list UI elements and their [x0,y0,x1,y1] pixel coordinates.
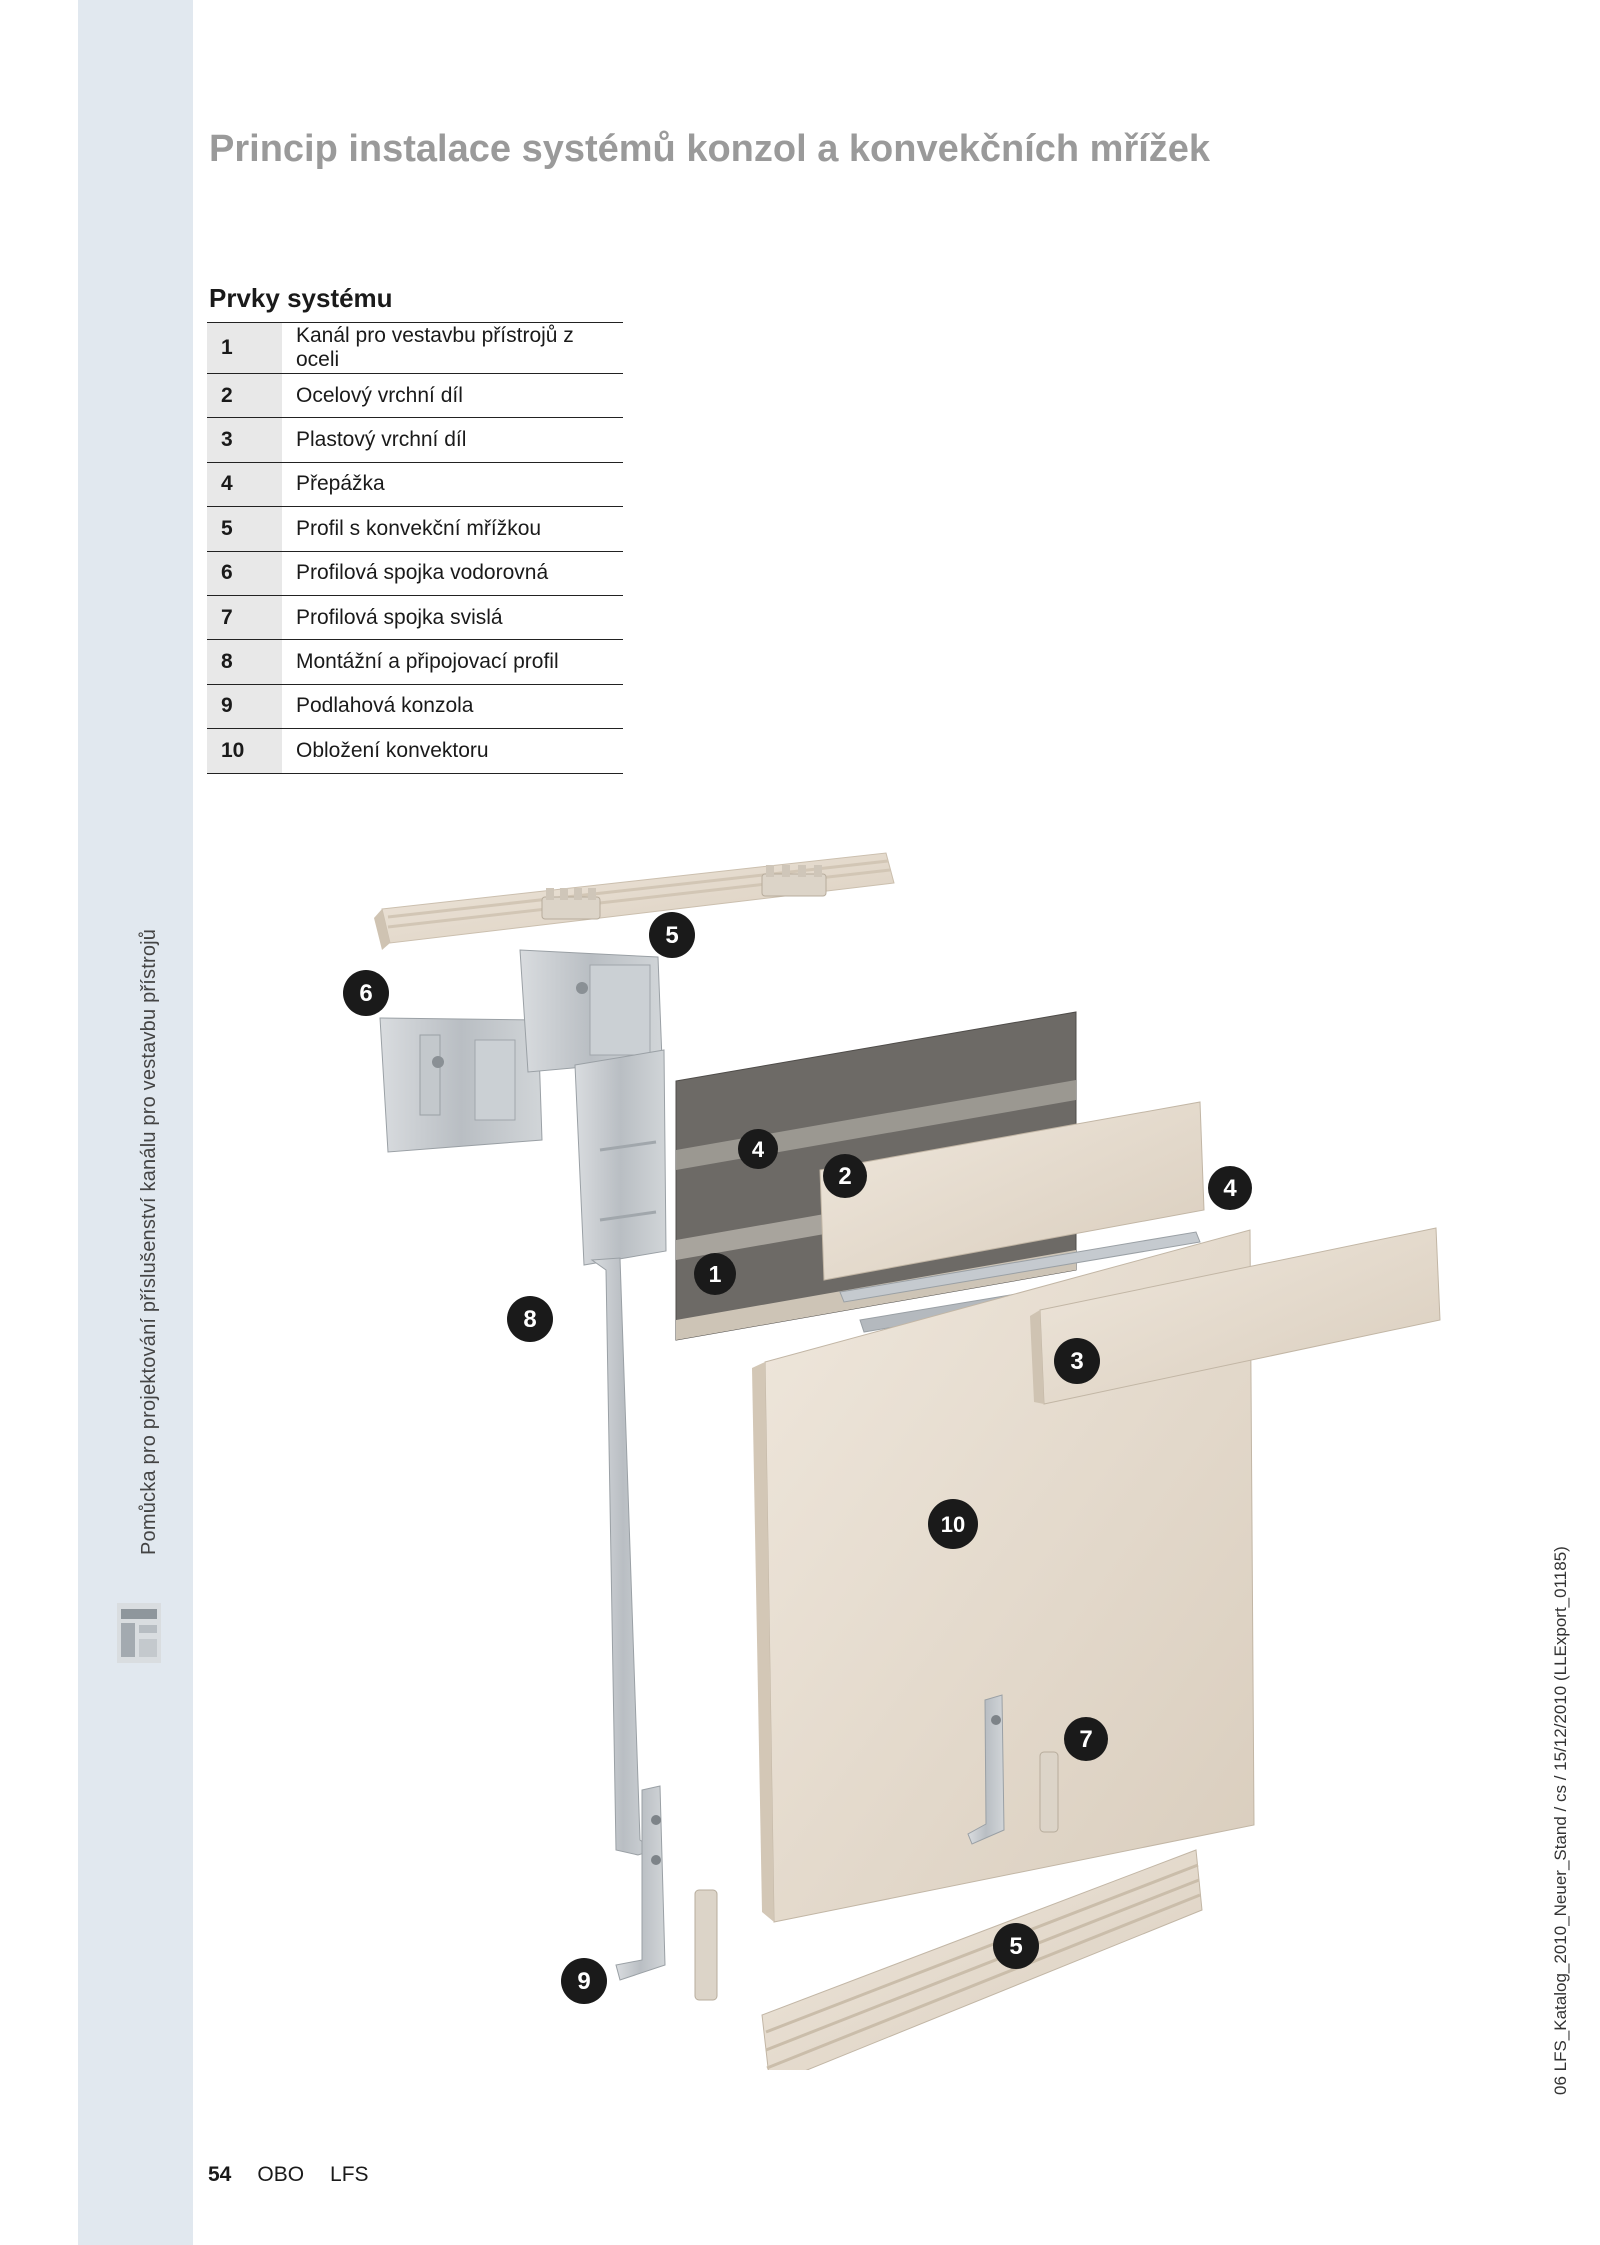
part-number: 6 [207,551,282,596]
part-number: 8 [207,639,282,685]
table-row: 2 Ocelový vrchní díl [207,373,623,418]
table-row: 5 Profil s konvekční mřížkou [207,506,623,552]
part-label: Montážní a připojovací profil [296,650,559,674]
vertical-connector-right [1039,1751,1059,1833]
plastic-top-section [1030,1227,1441,1405]
part-number: 4 [207,462,282,507]
svg-text:8: 8 [523,1306,536,1333]
badge-5-bottom: 5 [993,1923,1039,1969]
part-label: Profilová spojka svislá [296,605,503,629]
part-label: Obložení konvektoru [296,738,489,762]
svg-text:5: 5 [665,922,678,949]
page-number: 54 [208,2163,232,2186]
side-band [78,0,193,2245]
section-thumbnail-icon [117,1603,161,1663]
wall-bracket-left [379,1017,543,1153]
part-number: 5 [207,506,282,552]
wall-bracket-right [519,949,663,1073]
badge-4-right: 4 [1208,1166,1252,1210]
part-label: Podlahová konzola [296,694,474,718]
part-number: 1 [207,322,282,374]
part-label: Plastový vrchní díl [296,428,467,452]
page-title: Princip instalace systémů konzol a konve… [209,128,1211,170]
badge-4-left: 4 [738,1129,778,1169]
page-footer: 54 OBO LFS [208,2163,369,2187]
connector-clip-right [761,865,827,897]
part-number: 3 [207,417,282,463]
badge-5-top: 5 [649,912,695,958]
exploded-assembly-diagram: 5 6 4 2 4 1 8 3 10 7 5 9 [343,852,1441,2070]
mounting-profile [574,1049,667,1856]
badge-10: 10 [928,1499,978,1549]
table-row: 3 Plastový vrchní díl [207,417,623,463]
table-row: 10 Obložení konvektoru [207,728,623,774]
badge-7: 7 [1064,1717,1108,1761]
svg-text:6: 6 [359,980,372,1007]
part-number: 10 [207,728,282,774]
svg-text:5: 5 [1009,1933,1022,1960]
badge-1: 1 [694,1253,736,1295]
section-title: Prvky systému [209,283,393,313]
part-label: Přepážka [296,472,385,496]
table-row: 6 Profilová spojka vodorovná [207,551,623,596]
badge-3: 3 [1054,1338,1100,1384]
footer-brand: OBO [257,2163,305,2186]
svg-text:3: 3 [1070,1348,1083,1375]
part-number: 2 [207,373,282,418]
badge-9: 9 [561,1958,607,2004]
part-number: 7 [207,595,282,640]
svg-text:1: 1 [709,1261,722,1287]
connector-clip-top [541,888,601,920]
floor-bracket-right [967,1694,1005,1845]
svg-text:4: 4 [752,1137,765,1162]
export-info-vertical: 06 LFS_Katalog_2010_Neuer_Stand / cs / 1… [1551,1546,1570,2095]
svg-text:9: 9 [577,1968,590,1995]
table-row: 1 Kanál pro vestavbu přístrojů z oceli [207,322,623,374]
convector-grille-bottom [761,1849,1203,2070]
table-row: 9 Podlahová konzola [207,684,623,729]
table-row: 7 Profilová spojka svislá [207,595,623,640]
part-label: Ocelový vrchní díl [296,383,463,407]
part-label: Profil s konvekční mřížkou [296,516,542,540]
table-row: 4 Přepážka [207,462,623,507]
footer-section: LFS [330,2163,369,2186]
svg-text:7: 7 [1079,1726,1092,1753]
part-label: Kanál pro vestavbu přístrojů z oceli [296,324,574,371]
badge-2: 2 [823,1154,867,1198]
floor-bracket-left [615,1785,666,1981]
svg-text:4: 4 [1223,1175,1237,1202]
side-vertical-text: Pomůcka pro projektování příslušenství k… [138,928,160,1555]
vertical-connector-left [694,1889,718,2001]
svg-text:2: 2 [838,1163,851,1190]
table-row: 8 Montážní a připojovací profil [207,639,623,685]
badge-8: 8 [507,1296,553,1342]
part-number: 9 [207,684,282,729]
badge-6: 6 [343,970,389,1016]
convector-cladding-panel [752,1229,1255,1923]
steel-top-section [819,1101,1205,1281]
svg-text:10: 10 [941,1512,965,1537]
part-label: Profilová spojka vodorovná [296,561,549,585]
